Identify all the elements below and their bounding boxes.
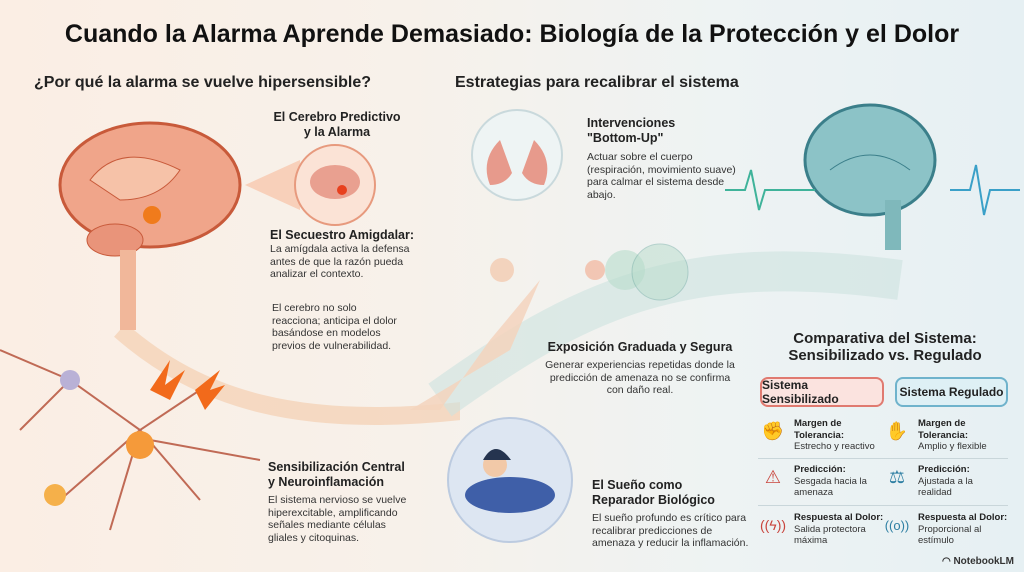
comparison-title: Comparativa del Sistema: Sensibilizado v… <box>788 330 982 364</box>
anticipation-text: El cerebro no solo reacciona; anticipa e… <box>272 302 397 352</box>
brain-neurons-illustration <box>0 121 460 531</box>
amygdala-title: El Secuestro Amigdalar: <box>270 228 415 242</box>
sensitized-prediction: ⚠Predicción:Sesgada hacia la amenaza <box>760 464 885 499</box>
amygdala-text: La amígdala activa la defensa antes de q… <box>270 243 410 280</box>
central-sensitization-block: Sensibilización Central y Neuroinflamaci… <box>268 460 407 544</box>
sensitized-tolerance: ✊Margen de Tolerancia:Estrecho y reactiv… <box>761 418 875 452</box>
warning-icon: ⚠ <box>764 466 782 487</box>
bottom-up-block: Intervenciones "Bottom-Up" Actuar sobre … <box>587 116 736 201</box>
strategies-illustration <box>410 103 1020 543</box>
signal-waves-icon: ((o)) <box>884 517 910 533</box>
regulated-prediction: ⚖Predicción:Ajustada a la realidad <box>884 464 1009 499</box>
notebooklm-logo-icon: ◠ <box>941 556 954 567</box>
page-title: Cuando la Alarma Aprende Demasiado: Biol… <box>64 20 960 48</box>
scales-icon: ⚖ <box>888 466 906 487</box>
lightning-signal-icon: ((ϟ)) <box>759 517 787 533</box>
open-hand-icon: ✋ <box>885 420 909 441</box>
exposure-block: Exposición Graduada y Segura Generar exp… <box>545 340 735 396</box>
sensitized-pain-response: ((ϟ))Respuesta al Dolor:Salida protector… <box>759 512 884 546</box>
lungs-icon <box>471 109 563 201</box>
notebooklm-brand: ◠ NotebookLM <box>941 556 1014 567</box>
middle-section-heading: Estrategias para recalibrar el sistema <box>455 74 739 91</box>
sensitized-system-label: Sistema Sensibilizado <box>760 377 884 407</box>
regulated-pain-response: ((o))Respuesta al Dolor:Proporcional al … <box>884 512 1008 546</box>
regulated-system-label: Sistema Regulado <box>895 377 1008 407</box>
row-divider <box>758 458 1008 459</box>
fist-icon: ✊ <box>761 420 785 441</box>
amygdala-block: El Secuestro Amigdalar: La amígdala acti… <box>270 228 435 281</box>
row-divider <box>758 505 1008 506</box>
left-section-heading: ¿Por qué la alarma se vuelve hipersensib… <box>34 74 372 91</box>
regulated-brain-icon <box>803 103 937 217</box>
predictive-brain-title: El Cerebro Predictivo y la Alarma <box>273 110 401 139</box>
regulated-tolerance: ✋Margen de Tolerancia:Amplio y flexible <box>885 418 987 452</box>
sleep-block: El Sueño como Reparador Biológico El sue… <box>592 478 749 549</box>
